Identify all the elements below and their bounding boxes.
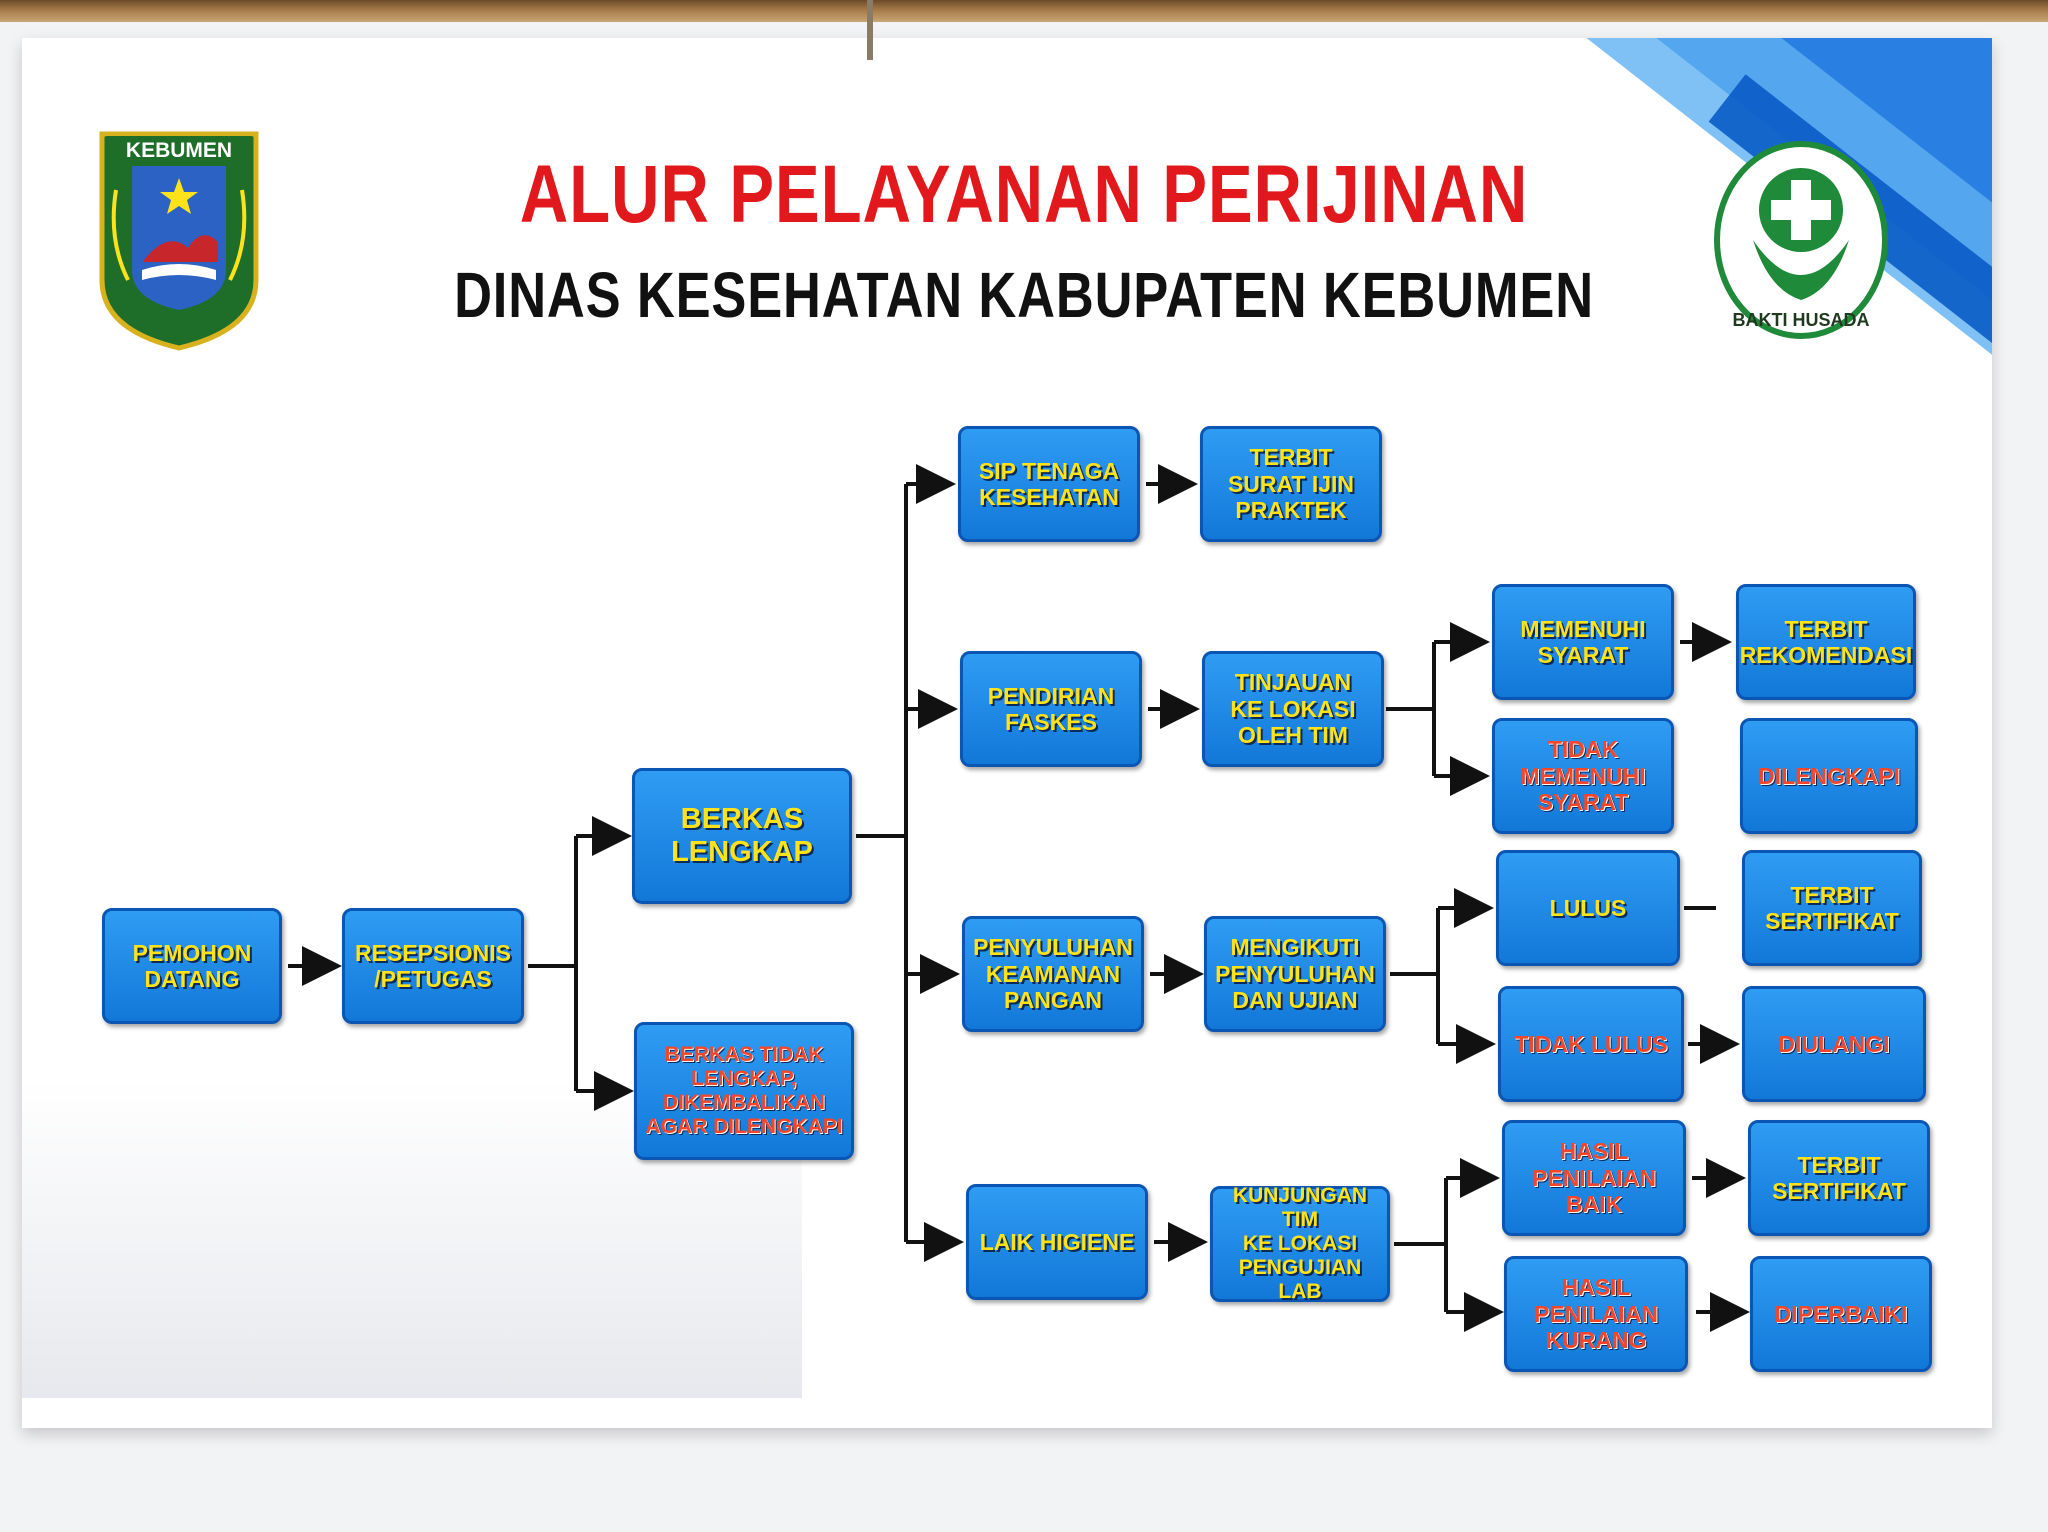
step-tinjauan-lokasi: TINJAUAN KE LOKASI OLEH TIM xyxy=(1202,651,1384,767)
step-memenuhi-syarat: MEMENUHI SYARAT xyxy=(1492,584,1674,700)
step-terbit-surat-ijin-praktek: TERBIT SURAT IJIN PRAKTEK xyxy=(1200,426,1382,542)
kebumen-emblem-icon: KEBUMEN xyxy=(99,131,259,351)
hanging-wire xyxy=(867,0,873,60)
poster-title: ALUR PELAYANAN PERIJINAN xyxy=(519,149,1529,240)
poster-subtitle: DINAS KESEHATAN KABUPATEN KEBUMEN xyxy=(454,259,1594,331)
bakti-husada-icon: BAKTI HUSADA xyxy=(1714,141,1888,339)
step-terbit-sertifikat: TERBIT SERTIFIKAT xyxy=(1742,850,1922,966)
step-kunjungan-tim: KUNJUNGAN TIM KE LOKASI PENGUJIAN LAB xyxy=(1210,1184,1390,1303)
step-penyuluhan-keamanan-pangan: PENYULUHAN KEAMANAN PANGAN xyxy=(962,916,1144,1032)
step-pemohon-datang: PEMOHON DATANG xyxy=(102,908,282,1024)
emblem-label: KEBUMEN xyxy=(126,139,232,162)
step-hasil-penilaian-kurang: HASIL PENILAIAN KURANG xyxy=(1504,1256,1688,1372)
step-lulus: LULUS xyxy=(1496,850,1680,966)
step-tidak-memenuhi-syarat: TIDAK MEMENUHI SYARAT xyxy=(1492,718,1674,834)
step-resepsionis: RESEPSIONIS /PETUGAS xyxy=(342,908,524,1024)
step-tidak-lulus: TIDAK LULUS xyxy=(1498,986,1684,1102)
step-dilengkapi: DILENGKAPI xyxy=(1740,718,1918,834)
step-pendirian-faskes: PENDIRIAN FASKES xyxy=(960,651,1142,767)
step-laik-higiene: LAIK HIGIENE xyxy=(966,1184,1148,1300)
wooden-frame-top xyxy=(0,0,2048,22)
step-diulangi: DIULANGI xyxy=(1742,986,1926,1102)
step-terbit-rekomendasi: TERBIT REKOMENDASI xyxy=(1736,584,1916,700)
step-berkas-tidak-lengkap: BERKAS TIDAK LENGKAP, DIKEMBALIKAN AGAR … xyxy=(634,1022,854,1160)
step-sip-tenaga-kesehatan: SIP TENAGA KESEHATAN xyxy=(958,426,1140,542)
step-terbit-sertifikat: TERBIT SERTIFIKAT xyxy=(1748,1120,1930,1236)
emblem-label: BAKTI HUSADA xyxy=(1733,310,1870,330)
step-hasil-penilaian-baik: HASIL PENILAIAN BAIK xyxy=(1502,1120,1686,1236)
step-berkas-lengkap: BERKAS LENGKAP xyxy=(632,768,852,904)
step-diperbaiki: DIPERBAIKI xyxy=(1750,1256,1932,1372)
step-mengikuti-penyuluhan: MENGIKUTI PENYULUHAN DAN UJIAN xyxy=(1204,916,1386,1032)
